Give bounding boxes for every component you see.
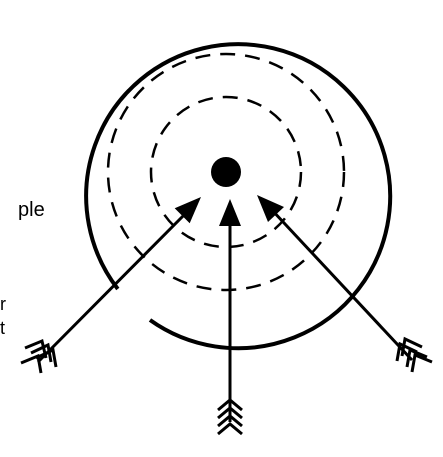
bullseye (211, 157, 241, 187)
cropped-text-mark: r t (0, 292, 10, 340)
cropped-text-left: ple (18, 200, 45, 220)
